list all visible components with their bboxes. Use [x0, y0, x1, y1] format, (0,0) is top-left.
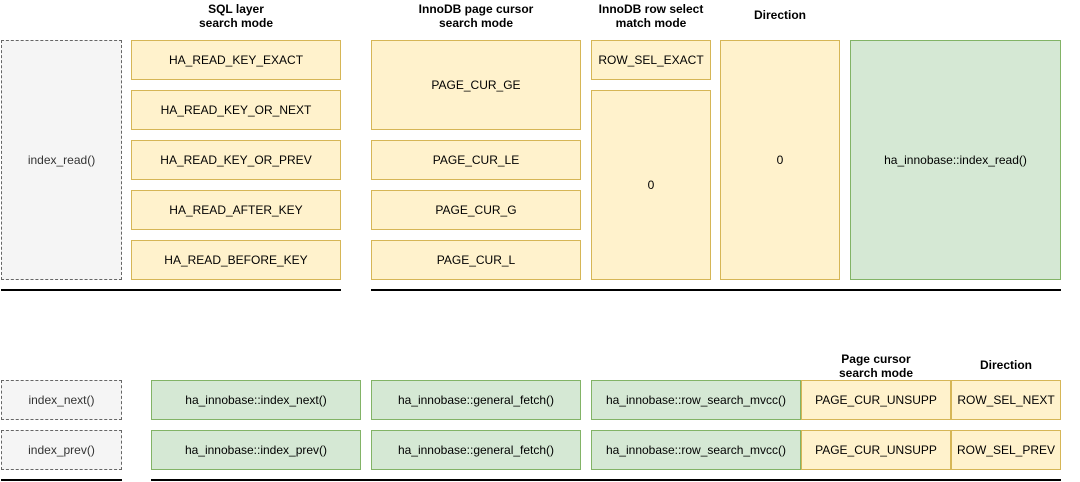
separator-line — [371, 289, 1061, 291]
header-direction-top: Direction — [753, 8, 806, 22]
row-select-exact: ROW_SEL_EXACT — [591, 40, 711, 80]
separator-line — [1, 289, 341, 291]
direction-zero: 0 — [720, 40, 840, 280]
row-select-zero: 0 — [591, 90, 711, 280]
direction-row-sel-next: ROW_SEL_NEXT — [951, 380, 1061, 420]
handler-index-next: ha_innobase::index_next() — [151, 380, 361, 420]
page-mode-page-cur-ge: PAGE_CUR_GE — [371, 40, 581, 130]
handler-index-read: ha_innobase::index_read() — [850, 40, 1061, 280]
header-sql-layer-search-mode: SQL layer search mode — [198, 2, 274, 30]
separator-line — [151, 479, 1061, 481]
caller-index-read: index_read() — [1, 40, 122, 280]
sql-mode-ha-read-key-exact: HA_READ_KEY_EXACT — [131, 40, 341, 80]
page-cursor-unsupp: PAGE_CUR_UNSUPP — [801, 430, 951, 470]
sql-mode-ha-read-before-key: HA_READ_BEFORE_KEY — [131, 240, 341, 280]
header-innodb-page-cursor-search-mode: InnoDB page cursor search mode — [418, 2, 534, 30]
handler-general-fetch: ha_innobase::general_fetch() — [371, 430, 581, 470]
caller-index-next: index_next() — [1, 380, 122, 420]
handler-index-prev: ha_innobase::index_prev() — [151, 430, 361, 470]
header-direction-bottom: Direction — [979, 358, 1032, 372]
page-mode-page-cur-l: PAGE_CUR_L — [371, 240, 581, 280]
page-mode-page-cur-g: PAGE_CUR_G — [371, 190, 581, 230]
handler-general-fetch: ha_innobase::general_fetch() — [371, 380, 581, 420]
sql-mode-ha-read-key-or-prev: HA_READ_KEY_OR_PREV — [131, 140, 341, 180]
caller-index-prev: index_prev() — [1, 430, 122, 470]
page-mode-page-cur-le: PAGE_CUR_LE — [371, 140, 581, 180]
separator-line — [1, 479, 122, 481]
header-page-cursor-search-mode: Page cursor search mode — [838, 352, 914, 380]
direction-row-sel-prev: ROW_SEL_PREV — [951, 430, 1061, 470]
sql-mode-ha-read-key-or-next: HA_READ_KEY_OR_NEXT — [131, 90, 341, 130]
handler-row-search-mvcc: ha_innobase::row_search_mvcc() — [591, 430, 801, 470]
header-innodb-row-select-match-mode: InnoDB row select match mode — [598, 2, 704, 30]
sql-mode-ha-read-after-key: HA_READ_AFTER_KEY — [131, 190, 341, 230]
page-cursor-unsupp: PAGE_CUR_UNSUPP — [801, 380, 951, 420]
handler-row-search-mvcc: ha_innobase::row_search_mvcc() — [591, 380, 801, 420]
